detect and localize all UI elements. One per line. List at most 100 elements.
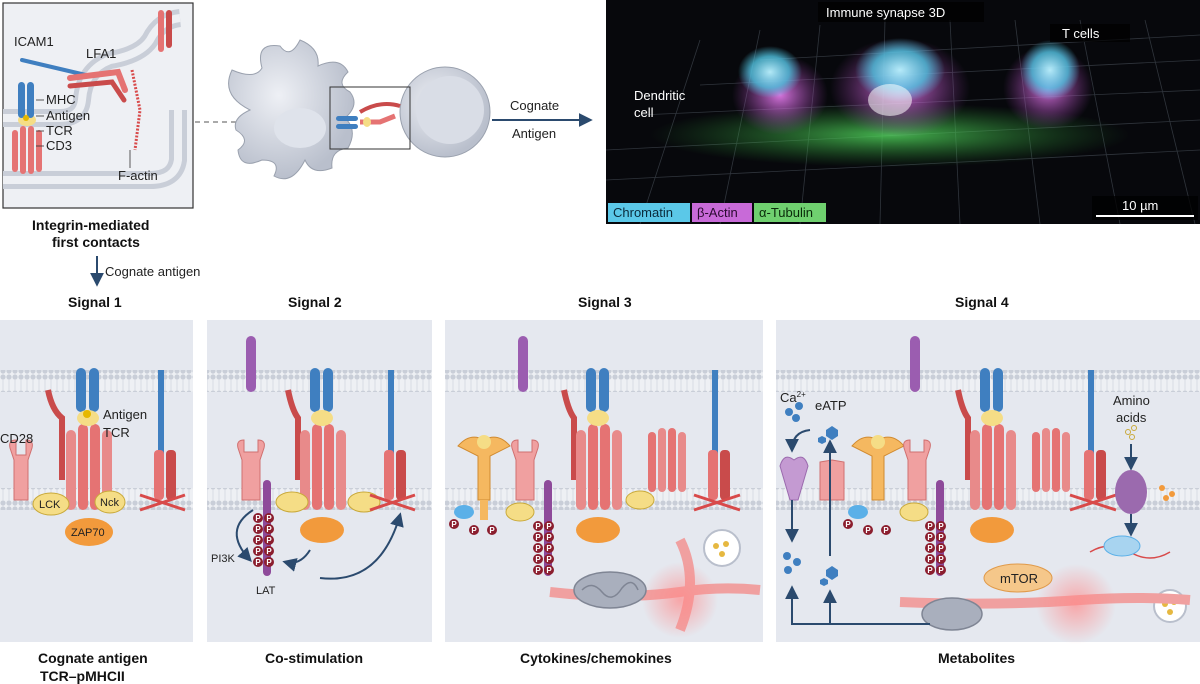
gpcr-icon-panel4 [1032, 428, 1070, 492]
phospho-site-icon [881, 525, 891, 535]
phospho-site-icon [936, 565, 946, 575]
phospho-label: P [266, 547, 272, 556]
gpcr-icon [648, 428, 686, 492]
phospho-site-icon [264, 524, 274, 534]
phospho-label: P [535, 566, 541, 575]
tcr-complex-icon-panel4 [955, 368, 1016, 510]
phospho-label: P [255, 536, 261, 545]
nck-label: Nck [100, 497, 119, 509]
mitochondrion-icon [573, 571, 647, 609]
cd45-icon [139, 370, 186, 512]
phospho-label: P [535, 533, 541, 542]
phospho-site-icon [264, 535, 274, 545]
phospho-label: P [535, 544, 541, 553]
mitochondrion-icon-panel4 [921, 597, 983, 631]
phospho-label: P [535, 522, 541, 531]
phospho-label: P [927, 522, 933, 531]
cd3-label: CD3 [46, 138, 72, 153]
phospho-site-icon [253, 546, 263, 556]
dc-label-line1: Dendritic [634, 88, 686, 103]
phospho-site-icon [264, 557, 274, 567]
signal2-title: Signal 2 [288, 294, 342, 310]
phospho-site-icon [533, 565, 543, 575]
phospho-site-icon [253, 524, 263, 534]
tcr-cd3-complex-icon [45, 368, 112, 510]
phospho-label: P [266, 514, 272, 523]
tcr-complex-icon [12, 82, 42, 174]
lfa1-icon [67, 68, 128, 103]
phospho-site-icon [469, 525, 479, 535]
legend-chromatin: Chromatin [613, 205, 673, 220]
dc-nucleus [274, 108, 326, 148]
phospho-site-icon [253, 513, 263, 523]
phospho-label: P [546, 522, 552, 531]
phospho-label: P [938, 533, 944, 542]
phospho-label: P [535, 555, 541, 564]
phospho-label: P [927, 566, 933, 575]
phospho-site-icon [449, 519, 459, 529]
ribosome-icon [1103, 535, 1141, 557]
immune-synapse-micrograph: Immune synapse 3D T cells Dendritic cell… [605, 0, 1200, 225]
phospho-site-icon [533, 532, 543, 542]
phospho-label: P [255, 558, 261, 567]
phospho-label: P [927, 544, 933, 553]
legend-actin: β-Actin [697, 205, 738, 220]
antigen-label-panel1: Antigen [103, 407, 147, 422]
lck-label: LCK [39, 499, 61, 511]
phospho-site-icon [925, 532, 935, 542]
phospho-site-icon [544, 543, 554, 553]
mtor-label: mTOR [1000, 571, 1038, 586]
phospho-site-icon [533, 521, 543, 531]
tcr-complex-icon-panel3 [561, 368, 622, 510]
calcium-channel-icon [779, 456, 809, 501]
phospho-label: P [255, 547, 261, 556]
phospho-label: P [845, 520, 851, 529]
zap70-label: ZAP70 [71, 527, 105, 539]
amino-acids-label-line1: Amino [1113, 393, 1150, 408]
phospho-site-icon [264, 546, 274, 556]
micrograph-legend: Chromatin β-Actin α-Tubulin [608, 203, 826, 222]
p2x-receptor-icon [819, 459, 845, 501]
phospho-site-icon [533, 543, 543, 553]
eatp-label: eATP [815, 398, 847, 413]
pi3k-arrow [235, 509, 254, 563]
tcr-label: TCR [46, 123, 73, 138]
zoom-box [329, 86, 411, 150]
phospho-site-icon [544, 554, 554, 564]
phospho-site-icon [925, 554, 935, 564]
phospho-site-icon [253, 535, 263, 545]
phospho-label: P [938, 566, 944, 575]
phospho-site-icon [253, 557, 263, 567]
vesicle-icon [703, 529, 741, 567]
phospho-site-icon [936, 532, 946, 542]
signal1-title: Signal 1 [68, 294, 122, 310]
icam1-icon [20, 58, 92, 78]
signal4-caption: Metabolites [938, 650, 1015, 666]
cytokine-receptor-icon [457, 435, 511, 520]
amino-transporter-icon [1115, 470, 1147, 514]
phospho-label: P [546, 566, 552, 575]
signal2-caption: Co-stimulation [265, 650, 363, 666]
phospho-site-icon [863, 525, 873, 535]
cd28-icon [9, 439, 33, 501]
phospho-label: P [266, 558, 272, 567]
phospho-site-icon [487, 525, 497, 535]
icam1-label: ICAM1 [14, 34, 54, 49]
integrin-icon [158, 10, 172, 52]
integrin-caption-line2: first contacts [52, 234, 140, 250]
legend-swatch-tubulin [754, 203, 826, 222]
calcium-label: Ca2+ [780, 390, 806, 405]
factin-icon [130, 69, 142, 151]
down-arrow-label: Cognate antigen [105, 264, 200, 279]
actin-arrow [319, 512, 404, 580]
legend-tubulin: α-Tubulin [759, 205, 813, 220]
signal1-illustration: LCK Nck ZAP70 CD28 Antigen TCR [0, 368, 186, 546]
phospho-label: P [266, 525, 272, 534]
phospho-label: P [938, 544, 944, 553]
phospho-site-icon [925, 543, 935, 553]
